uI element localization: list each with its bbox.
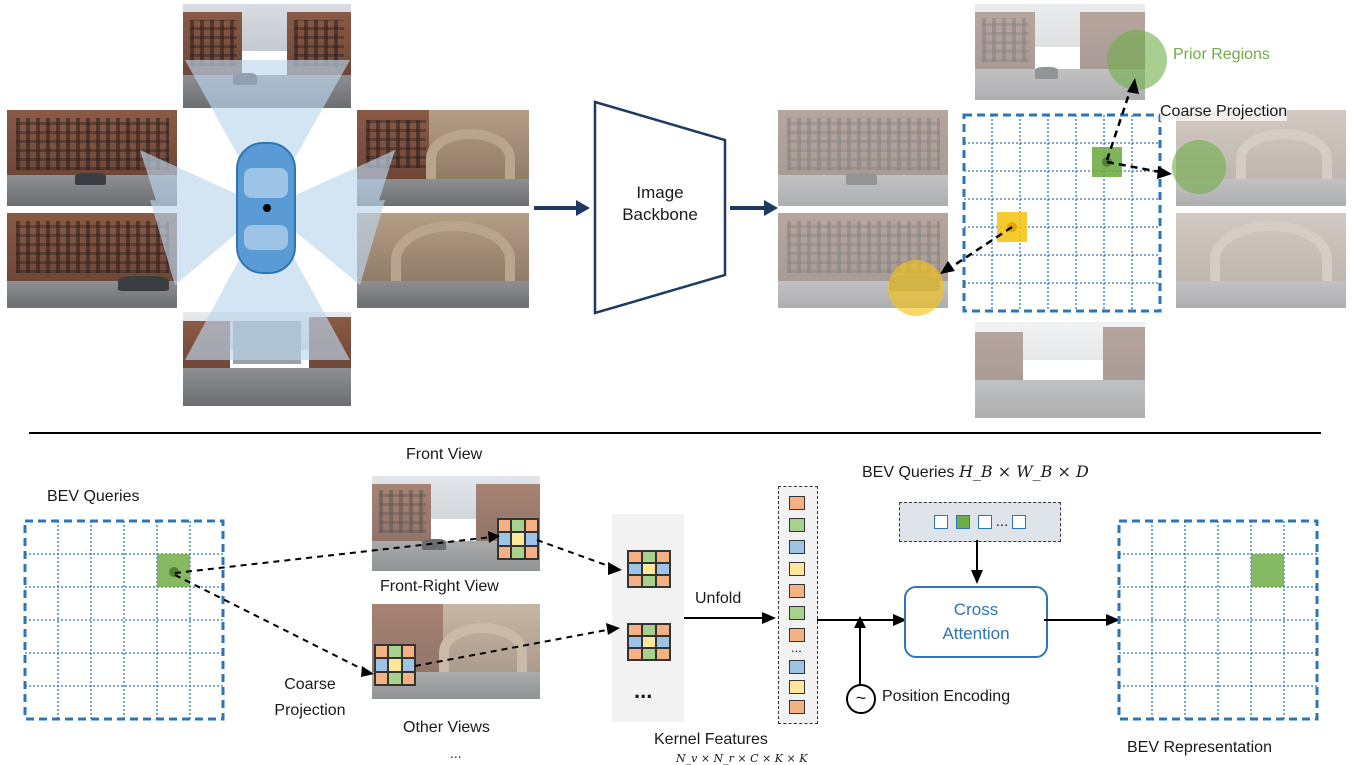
query-ellipsis: ...	[995, 513, 1009, 530]
other-views-label: Other Views	[403, 719, 490, 736]
cross-attention-label: Cross Attention	[942, 600, 1010, 643]
vector-cell	[789, 680, 805, 694]
position-encoding-label: Position Encoding	[882, 688, 1011, 705]
bev-query-vector: ...	[899, 502, 1061, 542]
bottom-coarse-projection-label: Coarse Projection	[255, 672, 365, 724]
attention-output-arrow	[1044, 614, 1120, 626]
bottom-projection-arrows	[174, 531, 622, 677]
car-icon	[236, 142, 296, 274]
sine-wave-icon: ~	[855, 688, 867, 708]
kernel-feature-grid-2	[627, 623, 671, 661]
bev-queries-grid	[23, 519, 225, 721]
bev-queries-dims-text: BEV Queries	[862, 464, 955, 481]
top-bev-grid	[962, 113, 1162, 313]
query-token	[1012, 514, 1027, 529]
position-encoding-icon: ~	[846, 684, 876, 714]
camera-image-back-right	[357, 213, 529, 308]
prior-region-circle-yellow	[888, 260, 944, 316]
front-view-image	[372, 476, 540, 571]
ego-car-fov-diagram	[140, 60, 395, 360]
front-right-view-kernel-patch	[374, 644, 416, 686]
query-token-active	[955, 514, 970, 529]
front-right-view-label: Front-Right View	[380, 578, 499, 595]
kernel-features-label: Kernel Features	[654, 731, 768, 748]
cross-attention-block: Cross Attention	[904, 586, 1048, 658]
image-backbone-block	[593, 100, 727, 315]
vector-cell	[789, 606, 805, 620]
image-backbone-label: Image Backbone	[622, 183, 698, 224]
unfold-label: Unfold	[695, 590, 742, 607]
query-token	[933, 514, 948, 529]
bev-queries-dims-label: BEV Queries H_B × W_B × D	[862, 462, 1089, 482]
camera-image-front-right	[357, 110, 529, 206]
vector-cell	[789, 518, 805, 532]
vector-ellipsis: ...	[791, 640, 802, 655]
prior-regions-label: Prior Regions	[1173, 46, 1270, 63]
feature-image-back	[975, 322, 1145, 418]
query-token	[977, 514, 992, 529]
arrow-to-backbone	[534, 200, 590, 216]
bev-representation-grid	[1117, 519, 1319, 721]
arrows-to-cross-attention	[817, 614, 907, 685]
section-divider	[29, 432, 1321, 434]
vector-cell	[789, 562, 805, 576]
top-projection-arrows	[940, 78, 1172, 274]
front-view-label: Front View	[406, 446, 483, 463]
top-coarse-projection-label: Coarse Projection	[1160, 103, 1288, 121]
unfold-arrow	[684, 612, 776, 624]
coarse-projection-text: Coarse Projection	[274, 676, 346, 719]
vector-cell	[789, 540, 805, 554]
feature-image-back-right	[1176, 213, 1346, 308]
kernel-features-dims: N_v × N_r × C × K × K	[676, 752, 808, 765]
front-view-kernel-patch	[497, 518, 539, 560]
bev-queries-dims-math: H_B × W_B × D	[958, 462, 1089, 481]
vector-cell	[789, 700, 805, 714]
camera-image-back-left	[7, 213, 177, 308]
prior-region-circle-front	[1107, 30, 1167, 90]
arrow-from-backbone	[730, 200, 778, 216]
kernel-features-panel	[612, 514, 684, 722]
bev-queries-label: BEV Queries	[47, 488, 140, 505]
other-views-ellipsis: ...	[450, 745, 462, 761]
kernel-features-ellipsis: ...	[634, 678, 653, 703]
vector-cell	[789, 628, 805, 642]
query-to-attention-arrow	[971, 540, 983, 584]
feature-image-front-left	[778, 110, 948, 206]
bev-representation-label: BEV Representation	[1127, 739, 1272, 756]
vector-cell	[789, 584, 805, 598]
kernel-feature-grid-1	[627, 550, 671, 588]
camera-image-front-left	[7, 110, 177, 206]
vector-cell	[789, 660, 805, 674]
vector-cell	[789, 496, 805, 510]
prior-region-circle-right	[1172, 140, 1226, 194]
